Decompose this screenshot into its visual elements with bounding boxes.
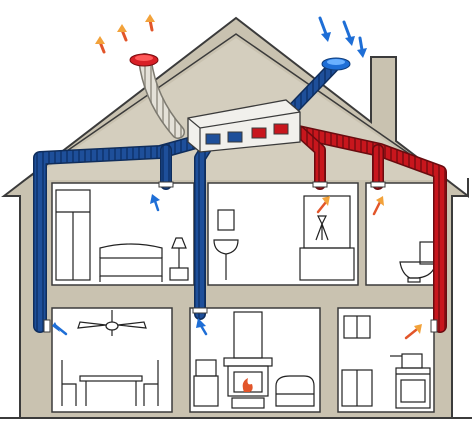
room-bathroom	[207, 182, 359, 286]
vent-dining	[43, 319, 51, 333]
kitchen-counter-icon	[341, 369, 373, 407]
room-kitchen	[337, 307, 435, 413]
red-roof-cap-icon	[129, 53, 159, 67]
vent-living	[192, 307, 208, 314]
extract-arrow-bedroom	[150, 194, 160, 212]
vent-toilet	[370, 181, 386, 188]
ducts	[33, 53, 447, 333]
wardrobe-icon	[55, 189, 91, 281]
tv-icon	[193, 359, 219, 407]
cold-air-down-arrows	[318, 16, 367, 58]
heat-recovery-unit-icon	[187, 99, 301, 153]
roof-caps	[129, 53, 351, 71]
vent-bathroom	[312, 181, 328, 188]
bed-icon	[99, 243, 163, 282]
dining-table-icon	[79, 375, 143, 406]
chair-icon	[61, 360, 159, 406]
supply-arrow-bathroom	[316, 196, 330, 214]
stove-icon	[390, 353, 431, 409]
supply-arrow-toilet	[372, 196, 384, 216]
room-dining	[51, 307, 173, 413]
duct-caps	[43, 181, 438, 333]
armchair-icon	[275, 375, 315, 407]
warm-air-up-arrows	[95, 14, 155, 54]
sink-icon	[213, 209, 239, 280]
vent-bedroom	[158, 181, 174, 188]
extract-arrow-dining	[52, 322, 68, 336]
ceiling-fan-icon	[77, 310, 147, 336]
rooms	[51, 182, 443, 413]
lamp-icon	[169, 237, 189, 281]
blue-roof-cap-icon	[321, 57, 351, 71]
bathtub-icon	[299, 195, 355, 281]
room-toilet	[365, 182, 443, 286]
airflow-arrows	[52, 14, 422, 340]
vent-kitchen	[430, 319, 438, 333]
window-icon	[343, 315, 371, 339]
supply-arrow-kitchen	[404, 324, 422, 340]
furniture	[55, 189, 437, 409]
roof-line	[21, 33, 451, 183]
extract-arrow-living	[196, 318, 208, 336]
fireplace-icon	[223, 311, 273, 409]
